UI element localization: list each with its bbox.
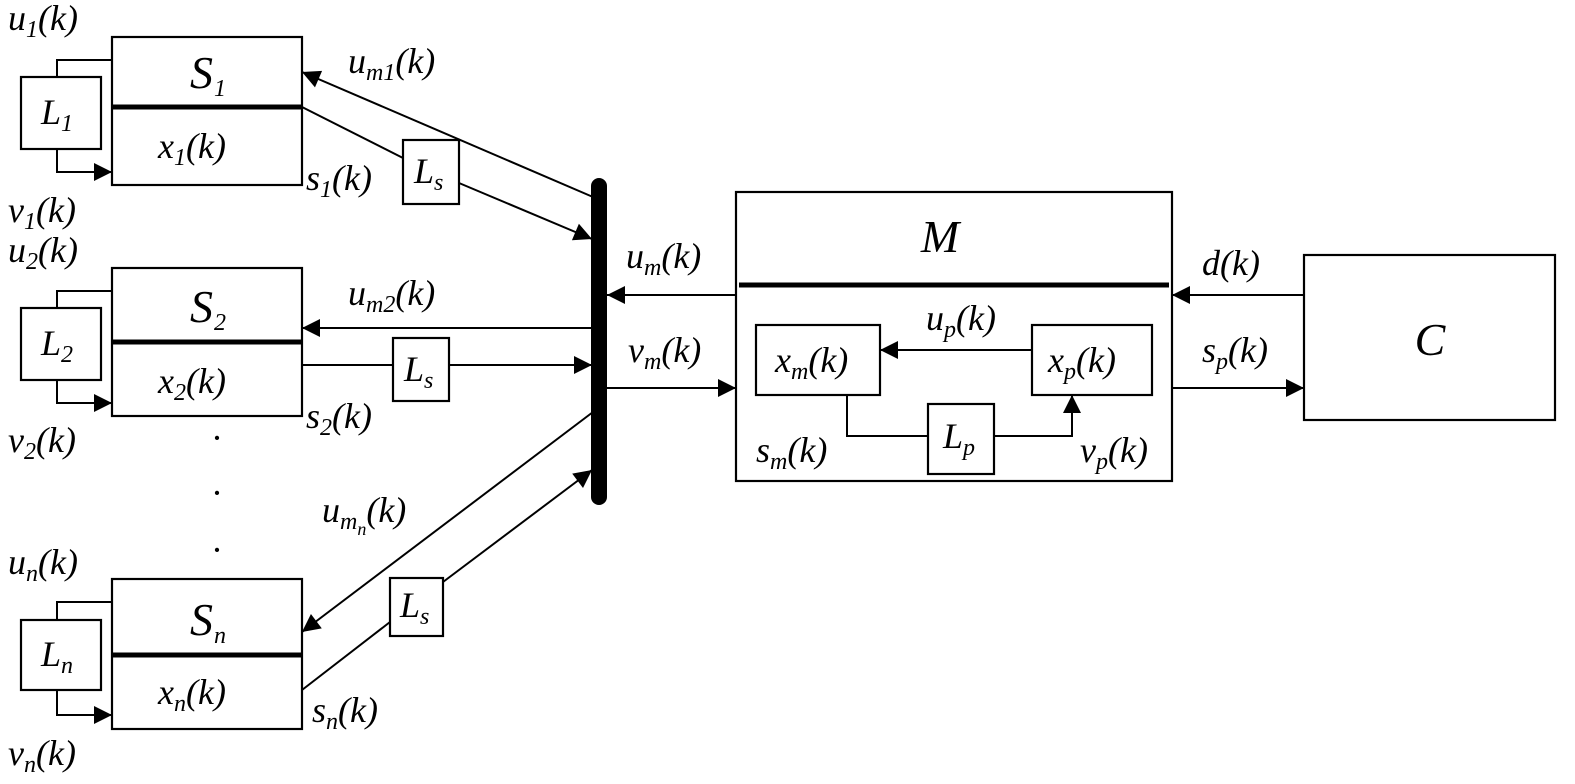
ls2-label: Ls xyxy=(403,349,433,394)
ellipsis-dot-2: · xyxy=(211,473,223,513)
vn-label: vn(k) xyxy=(8,733,76,778)
ln-box xyxy=(19,618,103,692)
l1-label: L1 xyxy=(40,92,73,137)
umn-label: umn(k) xyxy=(322,490,406,539)
s2-name: S2 xyxy=(190,281,226,336)
l2-label: L2 xyxy=(40,323,73,368)
um2-label: um2(k) xyxy=(348,273,435,318)
u2-label: u2(k) xyxy=(8,230,78,275)
lp-label: Lp xyxy=(942,416,975,461)
l2-box xyxy=(19,306,103,382)
xm-label: xm(k) xyxy=(774,340,848,385)
xm-box xyxy=(754,323,882,397)
um-label: um(k) xyxy=(626,236,701,281)
vm-label: vm(k) xyxy=(628,330,701,375)
lsn-box xyxy=(388,576,445,638)
ellipsis-dot-3: · xyxy=(211,530,223,570)
s2-state: x2(k) xyxy=(157,361,226,406)
um1-label: um1(k) xyxy=(348,41,435,86)
c-block xyxy=(1302,253,1557,422)
ls1-box xyxy=(401,138,461,206)
c-name: C xyxy=(1415,314,1447,365)
m-block xyxy=(734,190,1174,483)
xp-box xyxy=(1030,323,1154,397)
sm-label: sm(k) xyxy=(756,430,827,475)
up-label: up(k) xyxy=(926,298,996,343)
xp-label: xp(k) xyxy=(1047,340,1116,385)
s1-state: x1(k) xyxy=(157,126,226,171)
u1-label: u1(k) xyxy=(8,0,78,43)
vp-label: vp(k) xyxy=(1080,430,1148,475)
ls2-box xyxy=(391,336,451,403)
m-name: M xyxy=(920,211,962,262)
un-label: un(k) xyxy=(8,542,78,587)
lp-box xyxy=(926,402,996,476)
s1-signal-label: s1(k) xyxy=(306,158,372,203)
s1-name: S1 xyxy=(190,47,226,102)
l1-box xyxy=(19,75,103,151)
s2-signal-label: s2(k) xyxy=(306,396,372,441)
d-label: d(k) xyxy=(1202,243,1260,283)
sn-name: Sn xyxy=(190,594,226,649)
v2-label: v2(k) xyxy=(8,420,76,465)
sn-state: xn(k) xyxy=(157,672,226,717)
sn-signal-label: sn(k) xyxy=(312,690,378,735)
lsn-label: Ls xyxy=(399,585,429,630)
s1-block xyxy=(110,35,304,187)
ln-label: Ln xyxy=(40,634,73,679)
ls1-label: Ls xyxy=(413,151,443,196)
sp-label: sp(k) xyxy=(1202,330,1268,375)
ellipsis-dot-1: · xyxy=(211,418,223,458)
v1-label: v1(k) xyxy=(8,190,76,235)
